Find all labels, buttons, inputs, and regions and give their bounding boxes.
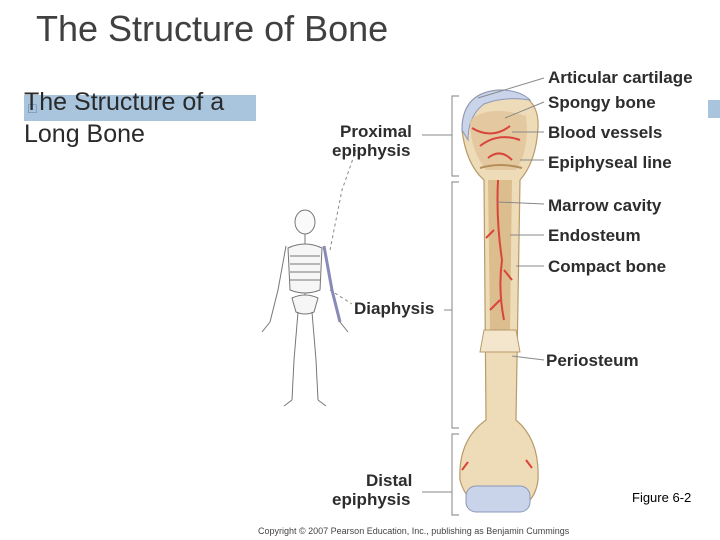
label-epiphyseal-line: Epiphyseal line	[548, 153, 672, 172]
label-spongy-bone: Spongy bone	[548, 93, 656, 112]
label-periosteum: Periosteum	[546, 351, 639, 370]
label-marrow-cavity: Marrow cavity	[548, 196, 661, 215]
label-compact-bone: Compact bone	[548, 257, 666, 276]
copyright-notice: Copyright © 2007 Pearson Education, Inc.…	[258, 526, 569, 536]
skeleton-illustration	[262, 210, 348, 406]
figure-reference: Figure 6-2	[632, 490, 691, 505]
label-diaphysis: Diaphysis	[354, 299, 434, 318]
label-proximal-epiphysis: epiphysis	[332, 141, 410, 160]
label-endosteum: Endosteum	[548, 226, 641, 245]
label-blood-vessels: Blood vessels	[548, 123, 662, 142]
label-articular-cartilage: Articular cartilage	[548, 68, 693, 87]
section-brackets	[452, 96, 459, 515]
long-bone-shape	[460, 90, 538, 512]
label-distal-epiphysis: epiphysis	[332, 490, 410, 509]
label-proximal: Proximal	[340, 122, 412, 141]
label-distal: Distal	[366, 471, 412, 490]
